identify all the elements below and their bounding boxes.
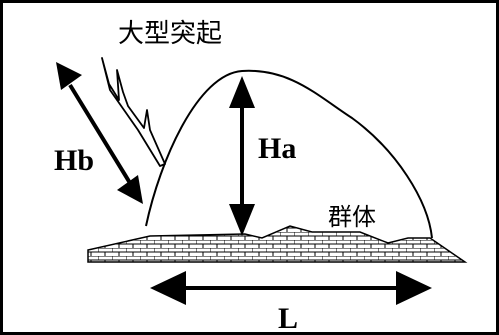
- hb-arrow: [56, 62, 143, 204]
- label-ha: Ha: [258, 132, 296, 165]
- branch-structure: [101, 57, 166, 167]
- l-arrow: [150, 271, 432, 305]
- dome-outline: [145, 69, 433, 239]
- ha-arrow: [229, 76, 255, 236]
- label-colony: 群体: [328, 203, 376, 231]
- label-macro-projection: 大型突起: [118, 19, 222, 49]
- label-length: L: [278, 302, 298, 335]
- substrate-ground: [87, 225, 468, 263]
- label-hb: Hb: [54, 144, 94, 177]
